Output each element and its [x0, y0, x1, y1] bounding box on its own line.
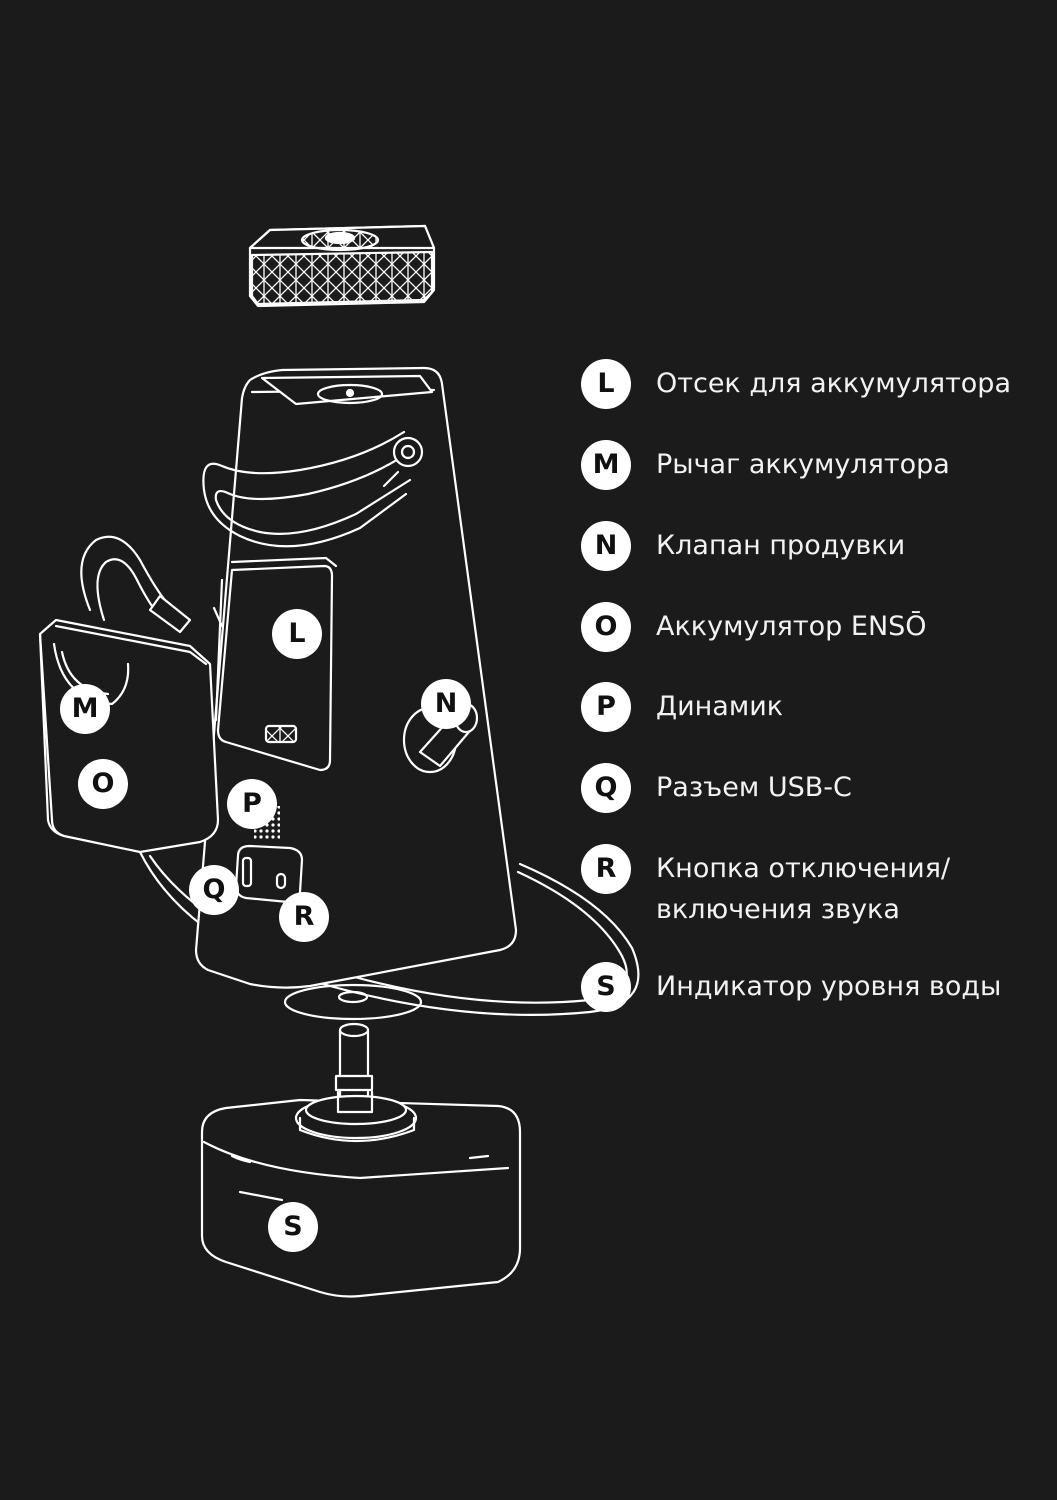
- base-disc: [283, 983, 423, 1021]
- legend-marker-q: Q: [581, 763, 631, 813]
- legend-label-o: Аккумулятор ENSŌ: [656, 611, 927, 642]
- hose: [80, 535, 224, 634]
- legend-label-m: Рычаг аккумулятора: [656, 449, 950, 480]
- legend-marker-o: O: [581, 602, 631, 652]
- legend-label-q: Разъем USB-C: [656, 772, 852, 803]
- water-base: [200, 1090, 522, 1298]
- legend-marker-p: P: [581, 682, 631, 732]
- port-panel: [234, 844, 304, 904]
- diagram-marker-r: R: [279, 892, 329, 942]
- diagram-marker-p: P: [227, 779, 277, 829]
- legend-label-s: Индикатор уровня воды: [656, 971, 1002, 1002]
- diagram-marker-n: N: [421, 679, 471, 729]
- legend-marker-m: M: [581, 440, 631, 490]
- legend-label-r: Кнопка отключения/ включения звука: [656, 848, 950, 930]
- diagram-marker-s: S: [268, 1202, 318, 1252]
- legend-label-r-line2: включения звука: [656, 894, 900, 925]
- legend-label-l: Отсек для аккумулятора: [656, 368, 1011, 399]
- top-cap: [248, 224, 436, 308]
- diagram-marker-q: Q: [189, 865, 239, 915]
- legend-marker-n: N: [581, 521, 631, 571]
- legend-label-r-line1: Кнопка отключения/: [656, 853, 951, 884]
- battery-bay: [214, 556, 338, 772]
- carry-handle: [202, 430, 424, 548]
- diagram-marker-l: L: [272, 609, 322, 659]
- diagram-marker-o: O: [78, 759, 128, 809]
- legend-marker-l: L: [581, 359, 631, 409]
- legend-marker-r: R: [581, 844, 631, 894]
- battery-pack: [38, 618, 220, 854]
- legend-marker-s: S: [581, 962, 631, 1012]
- diagram-marker-m: M: [60, 684, 110, 734]
- legend-label-p: Динамик: [656, 691, 784, 722]
- legend-label-n: Клапан продувки: [656, 530, 906, 561]
